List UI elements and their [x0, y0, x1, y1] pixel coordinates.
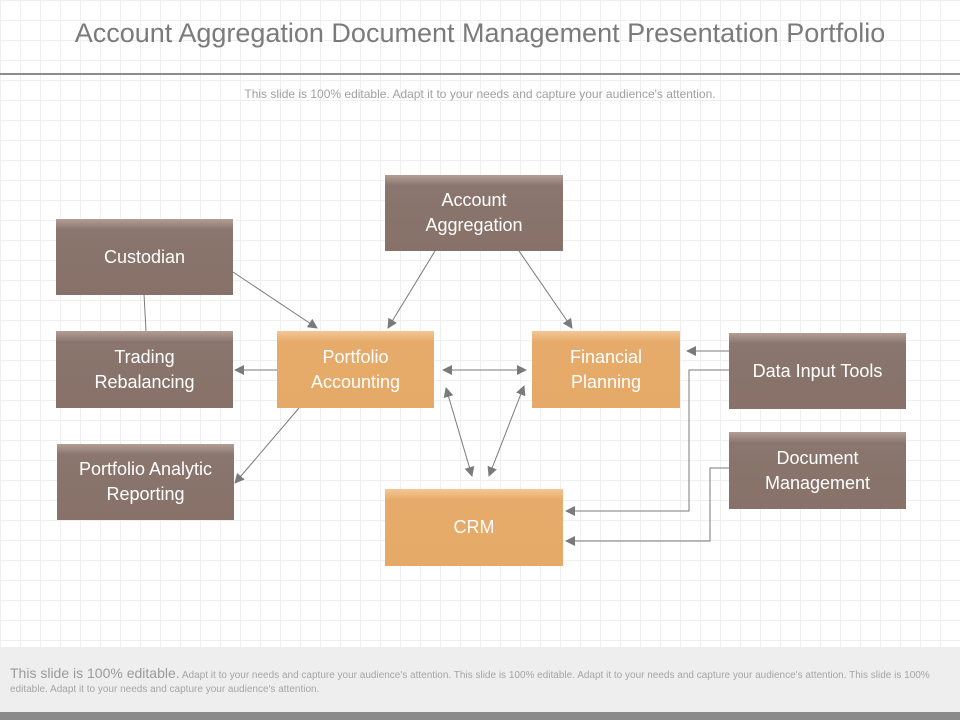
arrow-document-management-to-crm	[565, 467, 729, 546]
footer-note: This slide is 100% editable. Adapt it to…	[0, 647, 960, 712]
node-trading-rebalancing: Trading Rebalancing	[56, 331, 233, 408]
title-divider	[0, 73, 960, 75]
slide-title: Account Aggregation Document Management …	[74, 18, 886, 48]
footer-body: Adapt it to your needs and capture your …	[10, 670, 930, 695]
footer-bar	[0, 712, 960, 720]
node-financial-planning: Financial Planning	[532, 331, 680, 408]
node-custodian: Custodian	[56, 219, 233, 295]
arrow-portfolio-accounting-to-analytic-reporting	[234, 407, 300, 484]
node-account-aggregation: Account Aggregation	[385, 175, 563, 251]
arrow-custodian-to-portfolio-accounting	[232, 271, 318, 329]
arrow-data-input-to-crm	[565, 369, 729, 516]
connector-custodian-trading	[143, 293, 147, 332]
node-portfolio-analytic-reporting: Portfolio Analytic Reporting	[57, 444, 234, 520]
arrow-portfolio-crm-bidirectional	[443, 387, 475, 477]
arrow-financial-crm-bidirectional	[487, 385, 526, 477]
footer-lead: This slide is 100% editable.	[10, 665, 180, 681]
slide-subtitle: This slide is 100% editable. Adapt it to…	[244, 87, 716, 101]
arrow-account-aggregation-to-portfolio-accounting	[387, 250, 436, 329]
arrow-account-aggregation-to-financial-planning	[518, 250, 573, 329]
node-document-management: Document Management	[729, 432, 906, 509]
node-portfolio-accounting: Portfolio Accounting	[277, 331, 434, 408]
node-data-input-tools: Data Input Tools	[729, 333, 906, 409]
node-crm: CRM	[385, 489, 563, 566]
